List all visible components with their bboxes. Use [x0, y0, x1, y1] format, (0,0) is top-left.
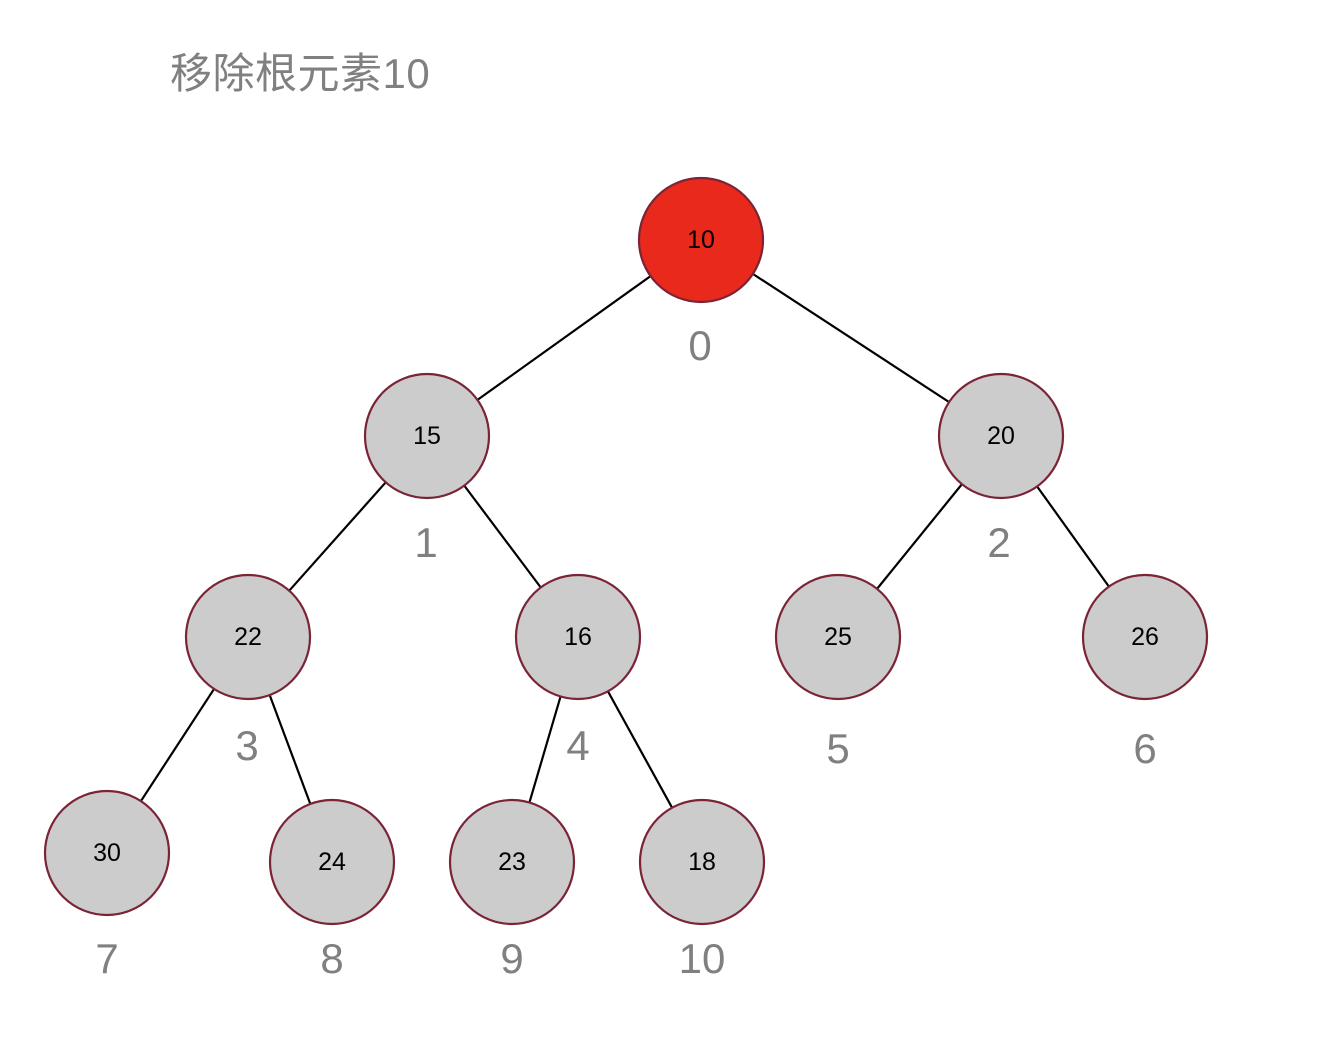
- node-value-label: 24: [318, 848, 346, 876]
- tree-edge: [462, 484, 543, 589]
- tree-node-25[interactable]: 25 5: [774, 573, 902, 772]
- tree-edge: [287, 480, 388, 593]
- node-index-label: 1: [414, 519, 437, 566]
- node-value-label: 25: [824, 623, 852, 651]
- node-circle[interactable]: [43, 789, 171, 917]
- node-index-label: 6: [1133, 725, 1156, 772]
- node-circle[interactable]: [184, 573, 312, 701]
- tree-node-22[interactable]: 22 3: [184, 573, 312, 769]
- node-circle-highlighted[interactable]: [637, 176, 765, 304]
- node-circle[interactable]: [774, 573, 902, 701]
- node-index-label: 4: [566, 722, 589, 769]
- tree-node-30[interactable]: 30 7: [43, 789, 171, 982]
- tree-edges-group: [139, 272, 1111, 810]
- tree-node-16[interactable]: 16 4: [514, 573, 642, 769]
- tree-node-20[interactable]: 20 2: [937, 372, 1065, 566]
- node-circle[interactable]: [363, 372, 491, 500]
- node-circle[interactable]: [268, 798, 396, 926]
- tree-node-10[interactable]: 10 0: [637, 176, 765, 369]
- node-index-label: 0: [688, 322, 711, 369]
- tree-edge: [1035, 484, 1111, 589]
- node-index-label: 9: [500, 935, 523, 982]
- node-value-label: 30: [93, 839, 121, 867]
- node-index-label: 7: [95, 935, 118, 982]
- tree-edge: [875, 482, 964, 591]
- tree-edge: [751, 272, 951, 404]
- node-value-label: 26: [1131, 623, 1159, 651]
- node-value-label: 16: [564, 623, 592, 651]
- node-index-label: 10: [679, 935, 726, 982]
- tree-node-24[interactable]: 24 8: [268, 798, 396, 982]
- node-value-label: 15: [413, 422, 441, 450]
- tree-edge: [268, 693, 312, 806]
- tree-edge: [528, 695, 562, 804]
- node-circle[interactable]: [448, 798, 576, 926]
- tree-node-23[interactable]: 23 9: [448, 798, 576, 982]
- tree-node-26[interactable]: 26 6: [1081, 573, 1209, 772]
- tree-edge: [606, 689, 674, 810]
- node-index-label: 2: [987, 519, 1010, 566]
- node-circle[interactable]: [514, 573, 642, 701]
- node-index-label: 5: [826, 725, 849, 772]
- node-index-label: 8: [320, 935, 343, 982]
- node-value-label: 22: [234, 623, 262, 651]
- page-title: 移除根元素10: [170, 50, 431, 97]
- tree-edge: [475, 274, 653, 402]
- node-circle[interactable]: [1081, 573, 1209, 701]
- node-value-label: 10: [687, 226, 715, 254]
- node-circle[interactable]: [937, 372, 1065, 500]
- node-value-label: 23: [498, 848, 526, 876]
- tree-edge: [139, 687, 216, 803]
- node-index-label: 3: [235, 722, 258, 769]
- tree-node-15[interactable]: 15 1: [363, 372, 491, 566]
- node-circle[interactable]: [638, 798, 766, 926]
- node-value-label: 20: [987, 422, 1015, 450]
- node-value-label: 18: [688, 848, 716, 876]
